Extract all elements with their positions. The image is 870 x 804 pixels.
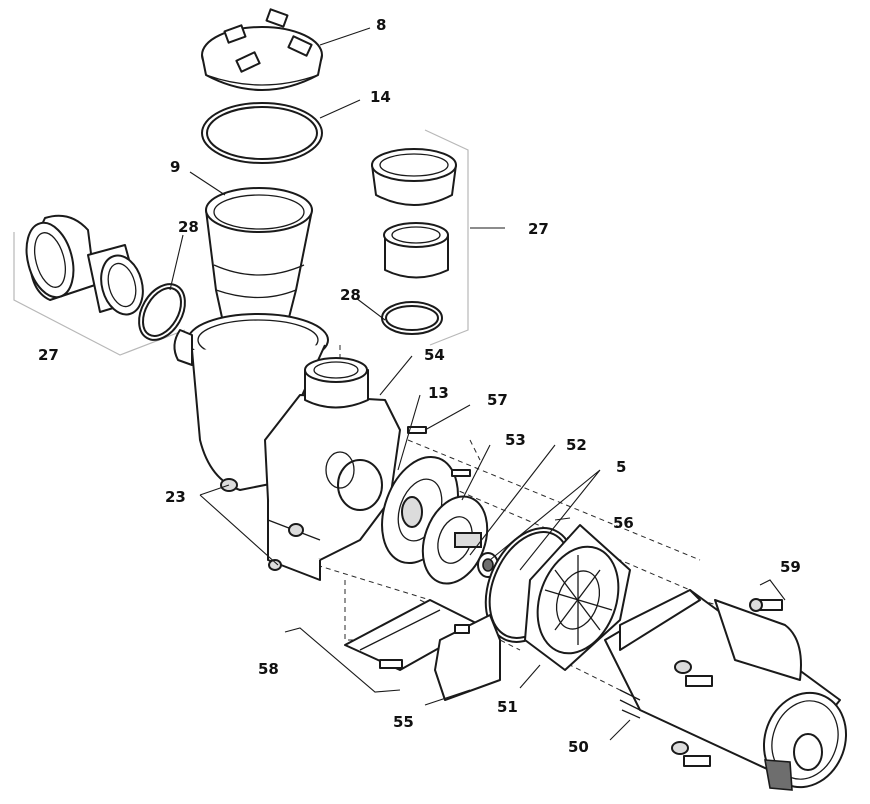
callout-23: 23 — [165, 488, 186, 506]
motor-bolts — [683, 598, 783, 767]
callout-59: 59 — [780, 558, 801, 576]
callout-5: 5 — [616, 458, 626, 476]
strainer-lid — [201, 8, 323, 91]
callout-28-left: 28 — [178, 218, 199, 236]
drain-plugs — [268, 523, 304, 571]
callout-8: 8 — [376, 16, 386, 34]
callout-27-right: 27 — [528, 220, 549, 238]
bracket-27-right — [424, 129, 469, 346]
callout-52: 52 — [566, 436, 587, 454]
pump-volute — [264, 357, 401, 581]
callout-56: 56 — [613, 514, 634, 532]
motor — [604, 589, 848, 791]
leader-lines — [169, 27, 786, 741]
lid-o-ring — [201, 102, 323, 164]
callout-labels: 8 14 9 27 28 27 28 54 13 57 53 52 5 23 5… — [38, 16, 801, 756]
o-ring-right — [381, 301, 443, 335]
seal-plate — [524, 524, 631, 671]
bracket-27-left — [13, 232, 186, 356]
callout-57: 57 — [487, 391, 508, 409]
callout-53: 53 — [505, 431, 526, 449]
callout-9: 9 — [170, 158, 180, 176]
callout-58: 58 — [258, 660, 279, 678]
callout-13: 13 — [428, 384, 449, 402]
callout-51: 51 — [497, 698, 518, 716]
callout-55: 55 — [393, 713, 414, 731]
union-left — [25, 214, 144, 316]
callout-27-left: 27 — [38, 346, 59, 364]
union-right — [371, 148, 457, 279]
impeller — [421, 495, 489, 585]
callout-28-right: 28 — [340, 286, 361, 304]
o-ring-left — [138, 283, 186, 341]
callout-50: 50 — [568, 738, 589, 756]
callout-54: 54 — [424, 346, 445, 364]
motor-base — [344, 599, 501, 701]
callout-14: 14 — [370, 88, 391, 106]
